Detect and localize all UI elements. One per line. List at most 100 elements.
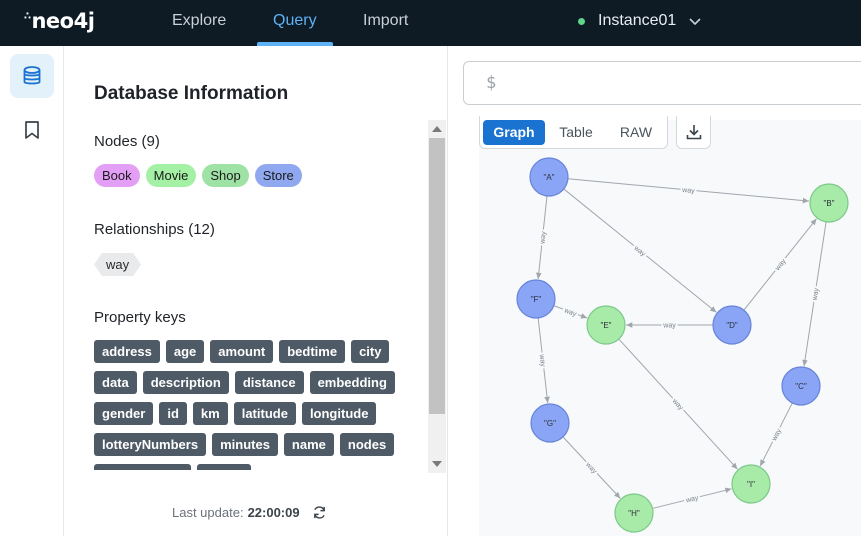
nav-tab-explore[interactable]: Explore [172, 12, 227, 29]
database-icon [23, 66, 41, 85]
property-key-chip[interactable]: nodes [339, 433, 395, 456]
scroll-down-arrow[interactable] [432, 461, 442, 467]
relationship-type-chip[interactable]: way [94, 253, 141, 276]
graph-node-label: "I" [747, 480, 755, 489]
instance-selector[interactable]: Instance01 [578, 12, 701, 30]
last-update-label: Last update: [172, 505, 244, 520]
property-key-chip[interactable]: longitude [301, 402, 377, 425]
graph-node[interactable] [516, 279, 556, 319]
edge-label-background [583, 459, 601, 477]
status-dot [578, 17, 585, 25]
scrollbar-thumb[interactable] [429, 138, 445, 414]
node-label-chip[interactable]: Shop [202, 164, 249, 187]
edge-label: way [539, 231, 547, 246]
edge-label-background [631, 242, 649, 259]
node-label-chip[interactable]: Movie [145, 164, 197, 187]
side-rail [0, 46, 64, 536]
edge-label-background [561, 305, 580, 319]
chevron-down-icon [689, 18, 701, 26]
edge-label-background [538, 352, 548, 369]
graph-view-button[interactable]: Graph [483, 120, 545, 145]
property-key-chip[interactable]: city [351, 340, 390, 363]
nav-tab-import[interactable]: Import [363, 12, 409, 29]
database-info-button[interactable] [10, 54, 54, 98]
property-key-chip[interactable]: embedding [309, 371, 395, 394]
edge-label: way [812, 287, 821, 302]
active-tab-indicator [257, 42, 333, 46]
database-info-panel: Database Information Nodes (9) Book Movi… [64, 46, 448, 536]
graph-node[interactable] [809, 183, 849, 223]
instance-name: Instance01 [598, 12, 677, 29]
relationships-heading: Relationships (12) [94, 221, 215, 238]
graph-visualization[interactable]: waywaywaywaywaywaywaywaywaywaywayway"A""… [448, 46, 861, 536]
nav-tab-query[interactable]: Query [273, 12, 317, 29]
property-key-chip[interactable]: amount [210, 340, 274, 363]
property-key-chip[interactable]: relationships [94, 464, 191, 470]
graph-node-label: "A" [543, 173, 554, 182]
edge-label-background [661, 321, 678, 329]
last-update-time: 22:00:09 [247, 505, 300, 520]
property-keys-heading: Property keys [94, 309, 186, 326]
edge-label-background [772, 255, 789, 274]
graph-node-label: "G" [544, 419, 556, 428]
property-key-chip[interactable]: name [283, 433, 334, 456]
saved-cypher-button[interactable] [10, 108, 54, 152]
property-key-chip[interactable]: bedtime [279, 340, 346, 363]
edge-label-background [769, 425, 784, 444]
graph-node-label: "D" [726, 321, 738, 330]
property-key-chip[interactable]: description [142, 371, 229, 394]
graph-node[interactable] [781, 366, 821, 406]
node-label-chip[interactable]: Store [254, 164, 302, 187]
graph-node-label: "B" [823, 199, 834, 208]
panel-scrollbar[interactable] [428, 120, 446, 473]
property-key-chip[interactable]: age [165, 340, 205, 363]
property-key-chip[interactable]: distance [234, 371, 304, 394]
graph-node[interactable] [530, 403, 570, 443]
neo4j-logo[interactable]: ∴neo4j [24, 9, 95, 33]
result-view-toggle: Graph Table RAW [479, 116, 668, 149]
property-key-chip[interactable]: status [196, 464, 252, 470]
relationship-type-list: way [94, 253, 141, 276]
edge-label-background [537, 229, 548, 246]
nodes-heading: Nodes (9) [94, 133, 160, 150]
property-key-chip[interactable]: gender [94, 402, 154, 425]
edge-label: way [681, 187, 696, 195]
node-label-chip[interactable]: Book [94, 164, 140, 187]
cypher-editor[interactable]: $ [463, 61, 861, 105]
table-view-button[interactable]: Table [559, 124, 593, 140]
edge-label-background [809, 285, 821, 303]
edge-label: way [538, 353, 547, 368]
graph-node[interactable] [731, 464, 771, 504]
property-key-chip[interactable]: id [159, 402, 187, 425]
node-label-list: Book Movie Shop Store [94, 164, 302, 187]
edge-label-background [669, 395, 687, 413]
edge-label: way [684, 495, 699, 505]
graph-node[interactable] [614, 493, 654, 533]
graph-node[interactable] [586, 305, 626, 345]
property-key-chip[interactable]: address [94, 340, 160, 363]
graph-node[interactable] [712, 305, 752, 345]
download-icon [686, 125, 701, 140]
graph-node-label: "C" [795, 382, 807, 391]
panel-title: Database Information [94, 83, 289, 104]
edge-label-background [680, 185, 697, 195]
graph-node[interactable] [529, 157, 569, 197]
bookmark-icon [25, 121, 39, 139]
property-key-chip[interactable]: latitude [233, 402, 296, 425]
refresh-icon[interactable] [312, 505, 327, 520]
scroll-up-arrow[interactable] [432, 126, 442, 132]
graph-node-label: "F" [531, 295, 542, 304]
raw-view-button[interactable]: RAW [619, 124, 653, 140]
property-key-chip[interactable]: minutes [212, 433, 278, 456]
download-button[interactable] [676, 116, 711, 149]
top-bar: ∴neo4j Explore Query Import Instance01 [0, 0, 861, 46]
edge-label-background [683, 492, 701, 505]
last-update: Last update: 22:00:09 [172, 505, 327, 520]
property-key-chip[interactable]: km [192, 402, 228, 425]
property-key-list: address age amount bedtime city data des… [94, 340, 404, 470]
edge-label: way [562, 307, 578, 318]
property-key-chip[interactable]: data [94, 371, 137, 394]
property-keys-viewport: address age amount bedtime city data des… [94, 340, 404, 470]
property-key-chip[interactable]: lotteryNumbers [94, 433, 207, 456]
